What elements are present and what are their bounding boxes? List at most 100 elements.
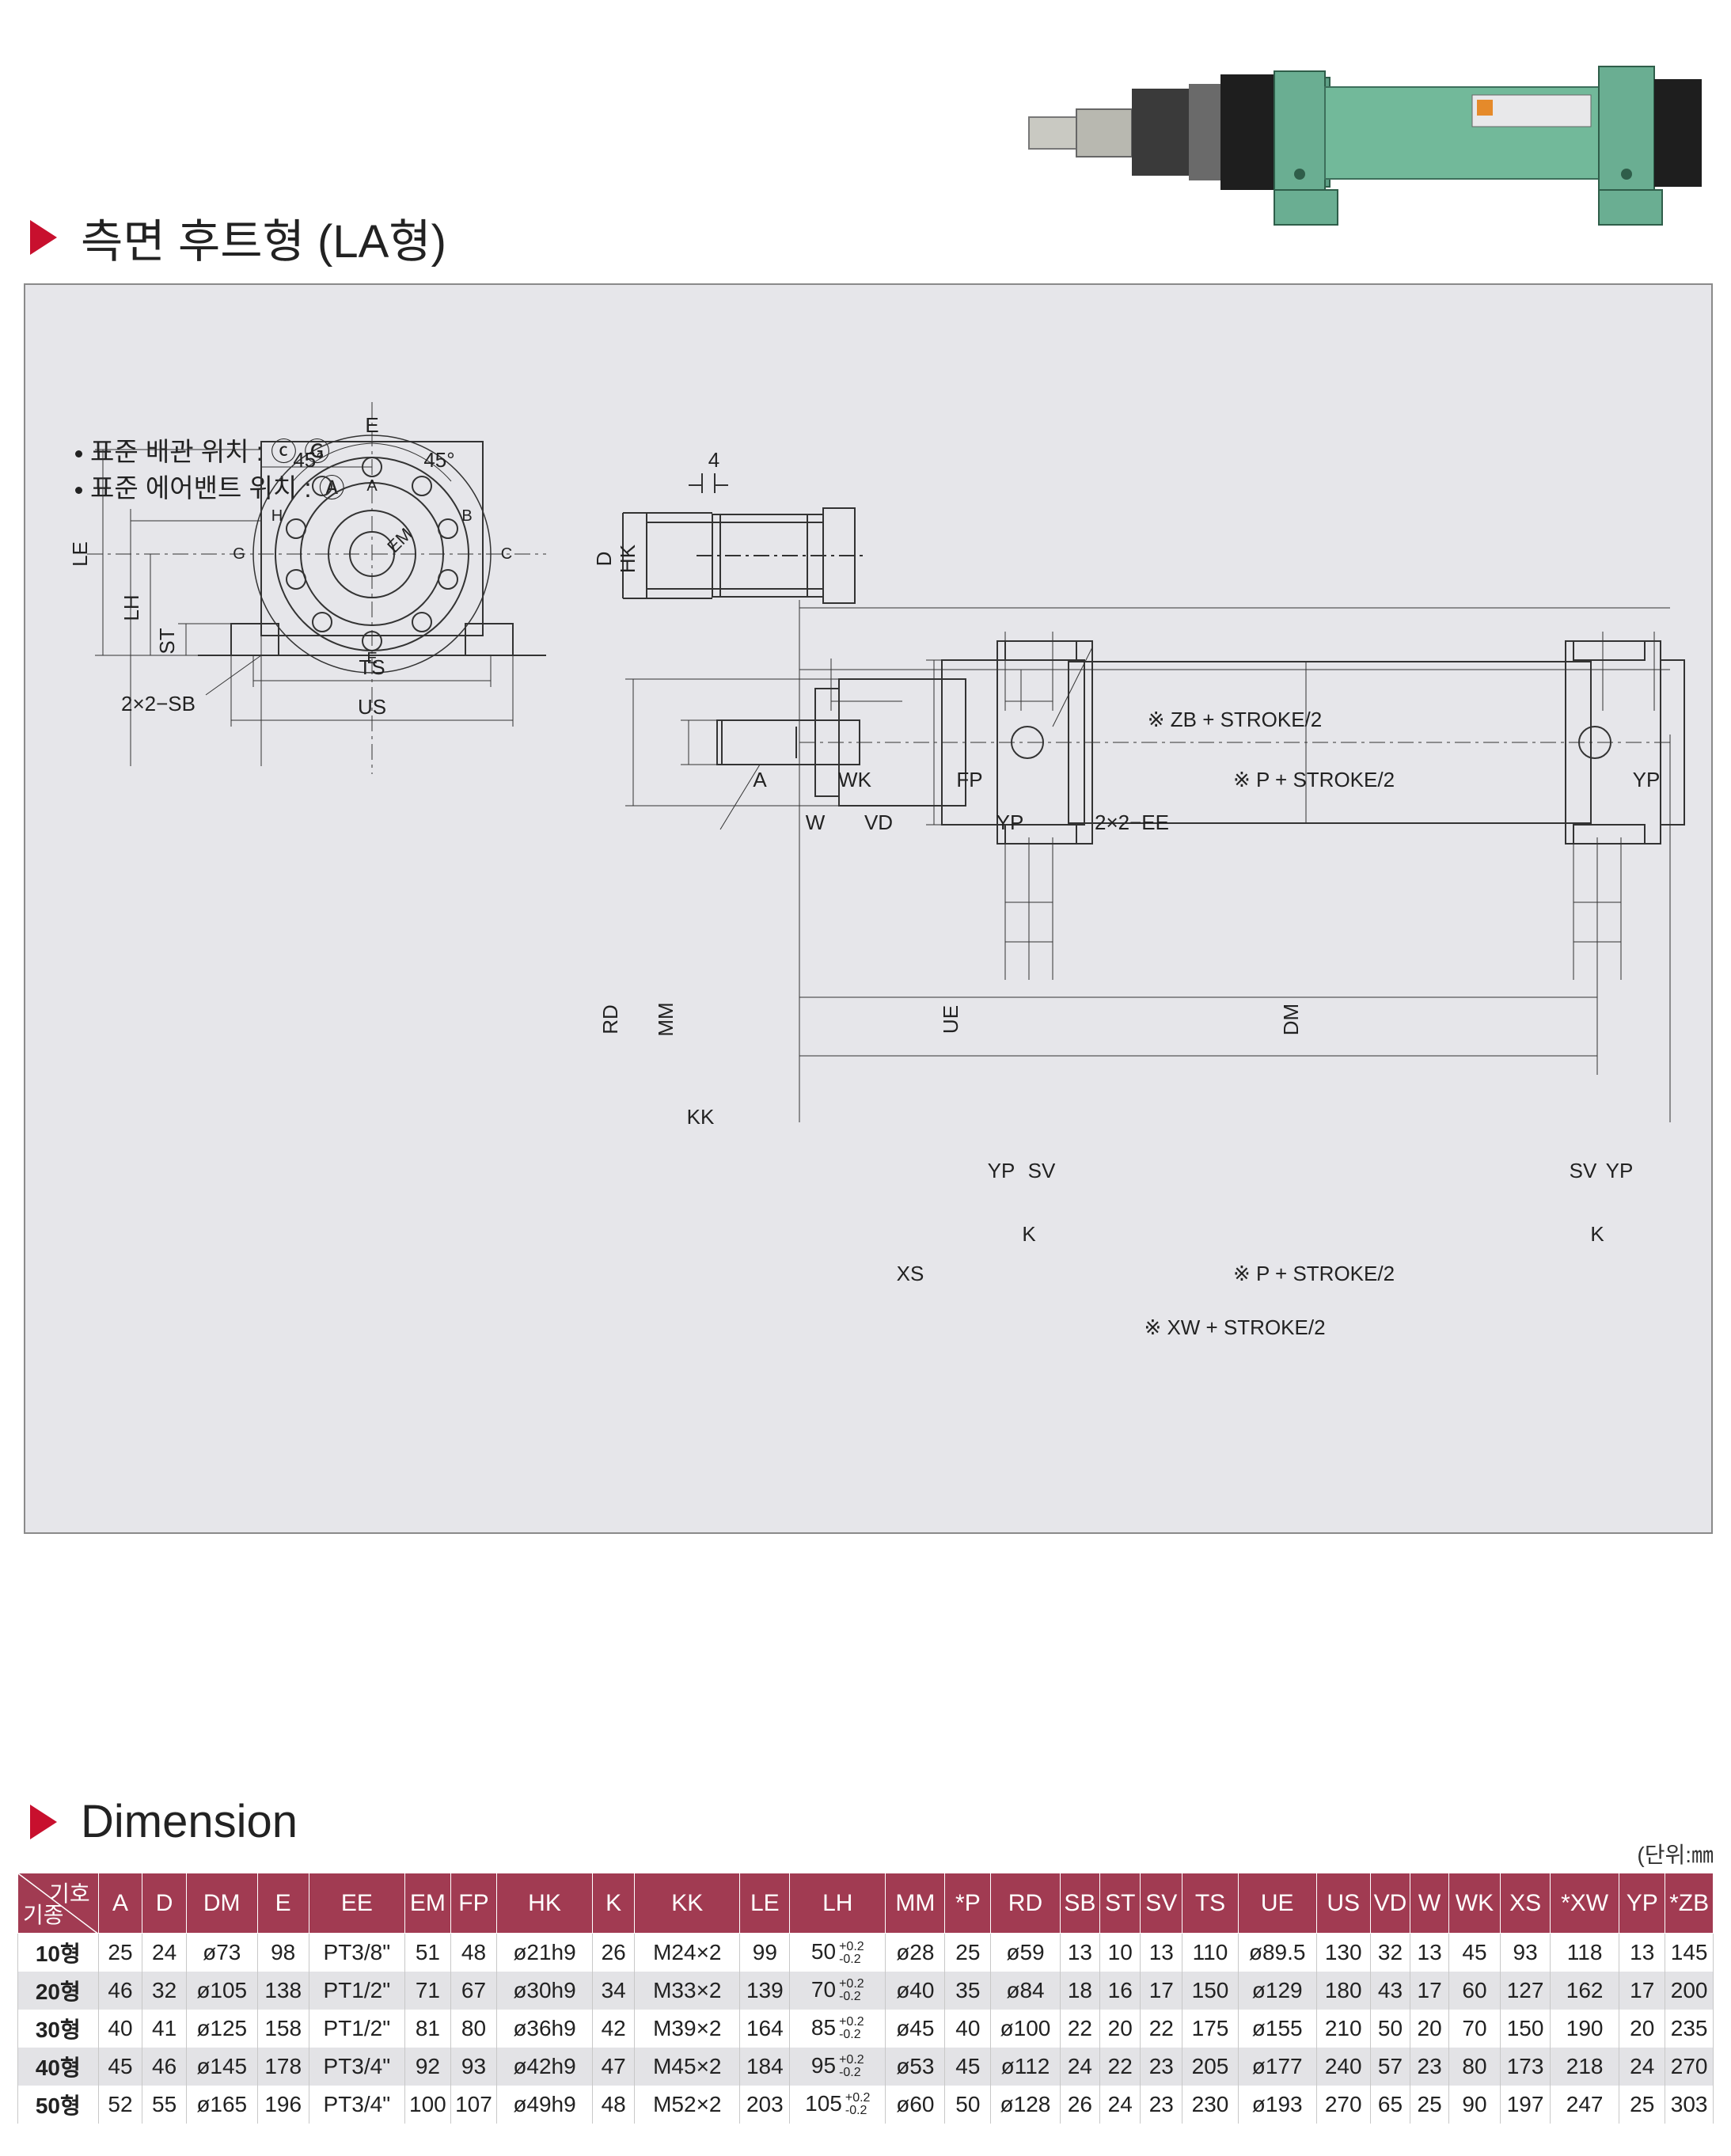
label-SV-right: SV: [1570, 1159, 1597, 1182]
table-cell: 184: [739, 2047, 791, 2086]
label-FP: FP: [956, 768, 982, 791]
column-header: TS: [1182, 1873, 1239, 1934]
column-header: A: [97, 1873, 143, 1934]
table-cell: 90: [1448, 2085, 1501, 2124]
table-cell: 235: [1665, 2009, 1714, 2048]
table-cell: 230: [1182, 2085, 1239, 2124]
table-cell: 32: [1369, 1933, 1411, 1972]
table-cell: 85+0.2-0.2: [789, 2009, 886, 2048]
label-YP-mid: YP: [996, 810, 1024, 834]
column-header: VD: [1369, 1873, 1411, 1934]
column-header: DM: [185, 1873, 258, 1934]
table-cell: 23: [1410, 2047, 1449, 2086]
rod-end-detail: [622, 473, 863, 604]
table-cell: ø125: [185, 2009, 258, 2048]
label-ST: ST: [155, 628, 179, 654]
table-cell: 173: [1500, 2047, 1551, 2086]
table-cell: 24: [1619, 2047, 1666, 2086]
table-cell: M24×2: [634, 1933, 741, 1972]
table-cell: PT1/2": [308, 2009, 405, 2048]
table-cell: 45: [944, 2047, 992, 2086]
table-cell: 145: [1665, 1933, 1714, 1972]
label-TS: TS: [359, 655, 385, 679]
table-cell: 210: [1315, 2009, 1371, 2048]
label-port-H: H: [271, 507, 283, 525]
table-cell: PT3/8": [308, 1933, 405, 1972]
table-cell: 240: [1315, 2047, 1371, 2086]
table-cell: 50: [1369, 2009, 1411, 2048]
table-cell: 98: [256, 1933, 309, 1972]
table-cell: 197: [1500, 2085, 1551, 2124]
table-cell: 24: [142, 1933, 187, 1972]
table-cell: 200: [1665, 1971, 1714, 2010]
table-cell: 80: [450, 2009, 498, 2048]
table-cell: 13: [1619, 1933, 1666, 1972]
table-cell: 40: [97, 2009, 143, 2048]
table-cell: 162: [1550, 1971, 1620, 2010]
model-cell: 30형: [17, 2009, 99, 2048]
table-cell: 205: [1182, 2047, 1239, 2086]
table-cell: 150: [1500, 2009, 1551, 2048]
column-header: *ZB: [1665, 1873, 1714, 1934]
table-cell: ø42h9: [496, 2047, 594, 2086]
column-header: ST: [1099, 1873, 1141, 1934]
table-cell: 20: [1410, 2009, 1449, 2048]
label-port-G: G: [233, 545, 245, 563]
column-header: *XW: [1550, 1873, 1620, 1934]
table-cell: PT3/4": [308, 2085, 405, 2124]
label-SV-left: SV: [1028, 1159, 1056, 1182]
table-cell: 67: [450, 1971, 498, 2010]
label-LE: LE: [68, 541, 92, 567]
label-angle-right: 45°: [423, 448, 454, 472]
table-cell: 23: [1140, 2085, 1183, 2124]
label-port-B: B: [461, 507, 472, 525]
table-cell: 25: [97, 1933, 143, 1972]
column-header: HK: [496, 1873, 594, 1934]
table-cell: 190: [1550, 2009, 1620, 2048]
table-cell: 118: [1550, 1933, 1620, 1972]
table-cell: 48: [592, 2085, 636, 2124]
label-dim-4: 4: [708, 448, 719, 472]
label-SB: 2×2−SB: [121, 692, 195, 716]
table-cell: 45: [1448, 1933, 1501, 1972]
table-cell: ø45: [885, 2009, 946, 2048]
table-cell: 105+0.2-0.2: [789, 2085, 886, 2124]
lh-tolerance: +0.2-0.2: [839, 2015, 864, 2042]
column-header: YP: [1619, 1873, 1666, 1934]
table-cell: 22: [1099, 2047, 1141, 2086]
table-cell: ø30h9: [496, 1971, 594, 2010]
table-cell: ø53: [885, 2047, 946, 2086]
model-cell: 40형: [17, 2047, 99, 2086]
section-title-dimension: Dimension: [30, 1795, 298, 1848]
label-YP-top: YP: [1633, 768, 1661, 791]
label-XW: ※ XW + STROKE/2: [1144, 1315, 1325, 1339]
triangle-bullet-icon: [30, 1804, 57, 1839]
label-EM: EM: [383, 524, 416, 556]
table-cell: 32: [142, 1971, 187, 2010]
table-cell: 57: [1369, 2047, 1411, 2086]
technical-drawing: 4 D HK E 45° 45° A B C E G H EM LE LH ST…: [68, 402, 1685, 1339]
side-view: [625, 600, 1685, 1122]
table-cell: 164: [739, 2009, 791, 2048]
table-cell: ø73: [185, 1933, 258, 1972]
label-HK: HK: [616, 544, 640, 573]
label-MM: MM: [654, 1002, 678, 1036]
model-cell: 20형: [17, 1971, 99, 2010]
table-cell: 50+0.2-0.2: [789, 1933, 886, 1972]
column-header: MM: [885, 1873, 946, 1934]
table-cell: 60: [1448, 1971, 1501, 2010]
column-header: LH: [789, 1873, 886, 1934]
unit-note: (단위:㎜: [1637, 1843, 1714, 1867]
label-K-right: K: [1590, 1222, 1604, 1246]
column-header: LE: [739, 1873, 791, 1934]
table-cell: 46: [97, 1971, 143, 2010]
table-cell: 180: [1315, 1971, 1371, 2010]
column-header: SV: [1140, 1873, 1183, 1934]
table-cell: 17: [1410, 1971, 1449, 2010]
section-title-side-foot: 측면 후트형 (LA형): [30, 204, 446, 271]
label-A: A: [753, 768, 767, 791]
label-YP-right: YP: [1606, 1159, 1634, 1182]
table-cell: 50: [944, 2085, 992, 2124]
